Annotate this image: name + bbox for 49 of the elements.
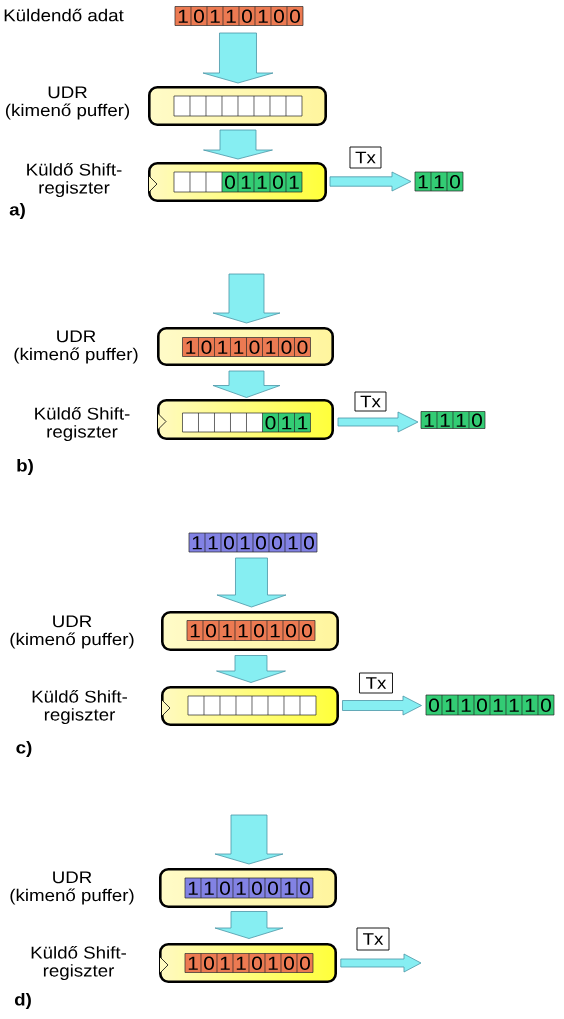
signal-box: Tx bbox=[354, 391, 387, 412]
node-label: 0 bbox=[274, 9, 284, 23]
register-label: Küldő Shift-regiszter bbox=[27, 163, 122, 198]
node-label: 1 bbox=[258, 9, 268, 23]
bit-register: 1 0 1 1 0 1 0 0 bbox=[182, 337, 311, 357]
bit-register: 1 1 0 bbox=[414, 171, 464, 192]
register-label: Küldő Shift-regiszter bbox=[32, 690, 127, 725]
bit-register: 1 0 1 1 0 1 0 0 bbox=[186, 620, 316, 641]
bit-register: 1 1 0 1 0 0 1 0 bbox=[184, 877, 314, 899]
block-arrow bbox=[216, 557, 287, 608]
register-label: UDR (kimenő puffer) bbox=[14, 330, 138, 364]
bit-register bbox=[173, 95, 303, 117]
bit-register: 0 1 1 0 1 1 1 0 bbox=[425, 694, 555, 716]
block-arrow bbox=[329, 171, 412, 192]
register-label: UDR (kimenő puffer) bbox=[10, 871, 134, 905]
node-label: 0 bbox=[242, 9, 252, 23]
block-arrow bbox=[214, 911, 284, 939]
panel-label: d) bbox=[14, 993, 31, 1009]
block-arrow bbox=[337, 411, 419, 433]
node-label: 1 bbox=[210, 9, 220, 23]
panel-label: c) bbox=[16, 741, 32, 757]
block-arrow bbox=[212, 273, 281, 324]
bit-register: 0 1 1 bbox=[182, 412, 311, 433]
node-label: 1 bbox=[178, 9, 188, 23]
bit-register: 0 1 1 0 1 bbox=[173, 171, 303, 193]
signal-box: Tx bbox=[356, 927, 390, 951]
block-arrow bbox=[340, 953, 422, 973]
block-arrow bbox=[214, 814, 284, 865]
register-label: Küldő Shift-regiszter bbox=[31, 946, 126, 980]
block-arrow bbox=[216, 655, 286, 683]
register-label: UDR (kimenő puffer) bbox=[10, 615, 134, 649]
bit-register: 1 1 1 0 bbox=[420, 411, 486, 429]
block-arrow bbox=[202, 32, 274, 84]
node-label: 1 bbox=[226, 9, 236, 23]
node-label: 0 bbox=[194, 9, 204, 23]
register-label: Küldő Shift-regiszter bbox=[35, 407, 130, 442]
block-arrow bbox=[342, 695, 422, 716]
bit-register: 1 1 0 1 0 0 1 0 bbox=[188, 532, 318, 553]
register-label: UDR (kimenő puffer) bbox=[5, 86, 130, 120]
signal-box: Tx bbox=[349, 146, 382, 169]
panel-label: b) bbox=[17, 459, 33, 475]
bit-register: 1 0 1 1 0 1 0 0 bbox=[184, 953, 314, 973]
signal-box: Tx bbox=[359, 672, 393, 694]
data-label: Küldendő adat bbox=[4, 8, 124, 22]
bit-register bbox=[187, 695, 317, 716]
panel-label: a) bbox=[9, 203, 25, 219]
node-label: 0 bbox=[290, 9, 300, 23]
bit-register: 1 0 1 1 0 1 0 0 bbox=[174, 6, 304, 26]
block-arrow bbox=[212, 370, 281, 398]
